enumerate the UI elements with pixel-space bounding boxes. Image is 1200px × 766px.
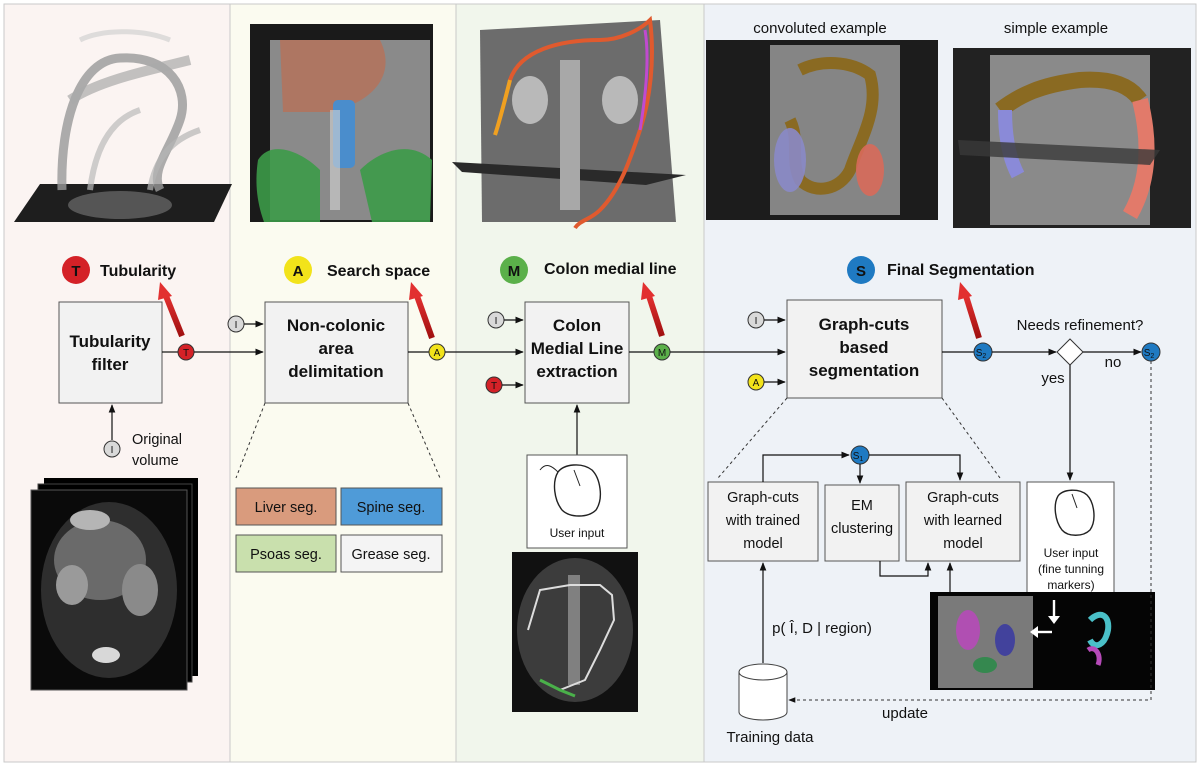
probability-label: p( Î, D | region) <box>772 620 872 637</box>
convoluted-example-image <box>706 40 938 220</box>
psoas-seg-box <box>235 534 337 573</box>
badge-t-circle <box>62 256 90 284</box>
node-t-medial-label: T <box>491 381 497 392</box>
tubularity-title: Tubularity <box>100 263 176 280</box>
colon-medial-label-1: Colon <box>553 316 601 335</box>
training-data-cylinder <box>738 663 788 721</box>
graph-cuts-seg-label-3: segmentation <box>809 361 920 380</box>
tubularity-filter-label-2: filter <box>92 355 129 374</box>
non-colonic-label-2: area <box>319 339 355 358</box>
gc-learned-label-3: model <box>943 536 983 552</box>
grease-seg-box <box>340 534 443 573</box>
colon-medial-line-box <box>524 301 630 404</box>
badge-s-letter: S <box>856 263 866 280</box>
simple-example-image <box>953 48 1191 228</box>
badge-s-circle <box>847 256 875 284</box>
node-s2-output-letter: S2 <box>976 348 987 360</box>
user-input-medial-label: User input <box>550 526 605 540</box>
red-output-arrow-m <box>641 282 665 337</box>
gc-trained-label-3: model <box>743 536 783 552</box>
graph-cuts-seg-label-2: based <box>839 338 888 357</box>
gc-trained-label-1: Graph-cuts <box>727 490 799 506</box>
red-output-arrow-t <box>158 282 185 338</box>
medial-line-render-image <box>452 15 686 230</box>
user-input-medial-box <box>526 454 628 549</box>
search-space-render-image <box>250 24 433 222</box>
liver-seg-label: Liver seg. <box>255 500 318 516</box>
simple-example-label: simple example <box>1004 20 1108 37</box>
red-output-arrow-s <box>958 282 982 339</box>
user-input-fine-tuning-box <box>1026 481 1115 601</box>
em-label-2: clustering <box>831 521 893 537</box>
non-colonic-box <box>264 301 409 404</box>
tubularity-filter-box <box>58 301 163 404</box>
graph-cuts-trained-box <box>707 481 819 562</box>
update-label: update <box>882 705 928 722</box>
node-s2-final-letter: S2 <box>1144 348 1155 360</box>
node-i-search-label: I <box>235 320 238 331</box>
convoluted-example-label: convoluted example <box>753 20 886 37</box>
node-i-original <box>103 440 121 458</box>
non-colonic-label-1: Non-colonic <box>287 316 385 335</box>
colon-medial-label-3: extraction <box>536 362 617 381</box>
node-i-medial-label: I <box>495 316 498 327</box>
liver-seg-box <box>235 487 337 526</box>
mouse-icon-medial <box>539 464 602 517</box>
node-s1-letter: S1 <box>853 451 864 463</box>
gc-trained-label-2: with trained <box>725 513 800 529</box>
gc-learned-label-1: Graph-cuts <box>927 490 999 506</box>
fine-tuning-markers-image <box>930 592 1155 690</box>
yes-label: yes <box>1041 370 1064 387</box>
user-input-final-label-1: User input <box>1044 546 1099 560</box>
training-data-label: Training data <box>727 729 815 746</box>
grease-seg-label: Grease seg. <box>352 547 431 563</box>
graph-cuts-seg-label-1: Graph-cuts <box>819 315 910 334</box>
node-t-output-label: T <box>183 348 189 359</box>
em-clustering-box <box>824 484 900 562</box>
badge-t-letter: T <box>71 263 80 280</box>
user-input-final-label-3: markers) <box>1047 578 1094 592</box>
mouse-icon-final <box>1054 489 1095 536</box>
psoas-seg-label: Psoas seg. <box>250 547 322 563</box>
node-m-output-label: M <box>658 348 666 359</box>
badge-m-letter: M <box>508 263 521 280</box>
em-label-1: EM <box>851 498 873 514</box>
colon-medial-label-2: Medial Line <box>531 339 624 358</box>
node-i-final-label: I <box>755 316 758 327</box>
graph-cuts-learned-box <box>905 481 1021 562</box>
medial-line-title: Colon medial line <box>544 261 677 278</box>
graph-cuts-segmentation-box <box>786 299 943 399</box>
needs-refinement-label: Needs refinement? <box>1017 317 1144 334</box>
original-volume-image-stack <box>30 478 198 691</box>
tubularity-render-image <box>14 29 232 222</box>
tubularity-filter-label-1: Tubularity <box>70 332 151 351</box>
node-a-final-label: A <box>753 378 760 389</box>
search-space-title: Search space <box>327 263 430 280</box>
badge-a-circle <box>284 256 312 284</box>
gc-learned-label-2: with learned <box>923 513 1002 529</box>
spine-seg-box <box>340 487 443 526</box>
original-volume-label-1: Original <box>132 432 182 448</box>
no-label: no <box>1105 354 1122 371</box>
node-i-original-label: I <box>111 445 114 456</box>
original-volume-label-2: volume <box>132 453 179 469</box>
user-input-final-label-2: (fine tunning <box>1038 562 1104 576</box>
spine-seg-label: Spine seg. <box>357 500 426 516</box>
badge-m-circle <box>500 256 528 284</box>
final-segmentation-title: Final Segmentation <box>887 262 1035 279</box>
medial-line-user-image <box>512 552 638 712</box>
non-colonic-label-3: delimitation <box>288 362 383 381</box>
node-a-output-label: A <box>434 348 441 359</box>
badge-a-letter: A <box>293 263 304 280</box>
red-output-arrow-a <box>409 282 435 340</box>
